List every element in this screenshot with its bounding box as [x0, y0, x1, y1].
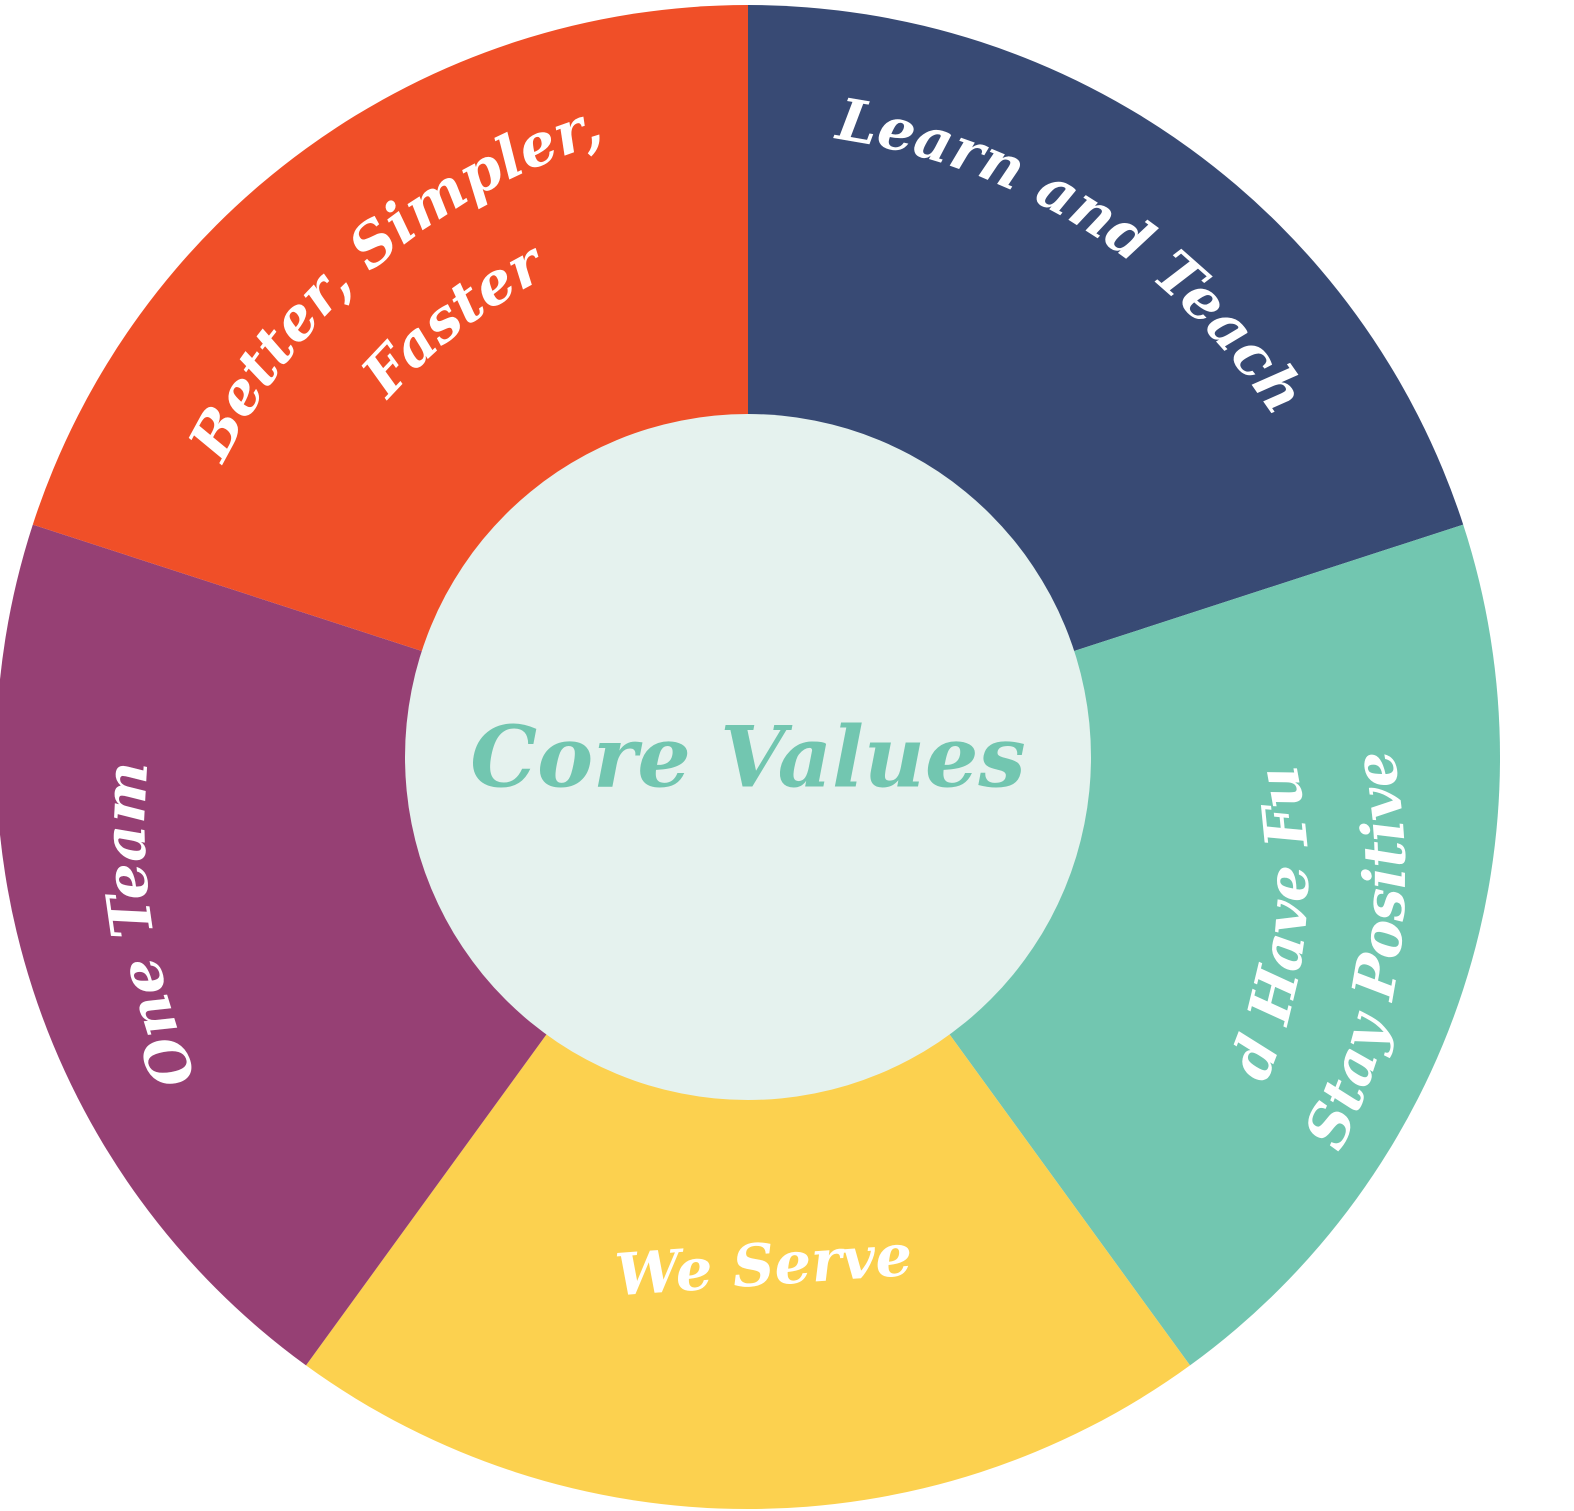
segment-we-serve	[306, 757, 1190, 1510]
center-title: Core Values	[470, 708, 1025, 807]
center-circle	[405, 414, 1091, 1100]
